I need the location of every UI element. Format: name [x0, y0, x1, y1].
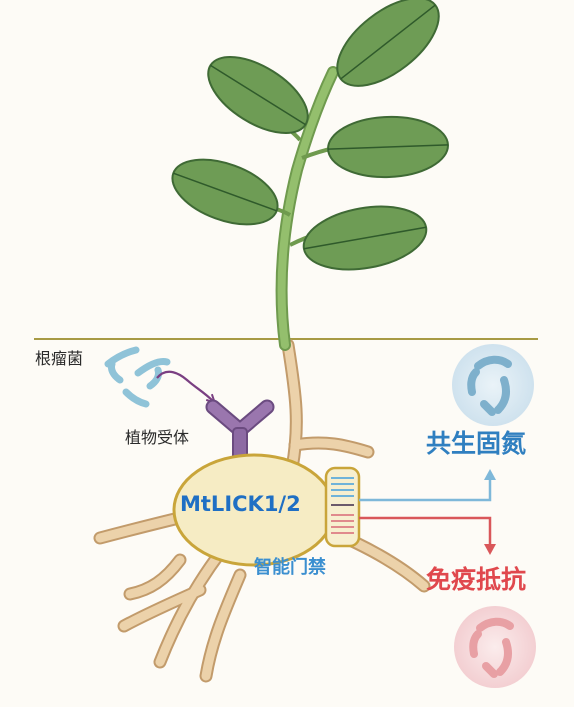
- symbiosis-arrow: [359, 469, 496, 502]
- rhizobia-label: 根瘤菌: [35, 349, 84, 368]
- symbiosis-label: 共生固氮: [426, 429, 527, 458]
- rhizobia-icon: [104, 346, 171, 408]
- signal-arrow: [156, 370, 214, 402]
- immunity-label: 免疫抵抗: [426, 565, 527, 594]
- immunity-arrow: [359, 516, 496, 555]
- leaf: [336, 0, 440, 87]
- receptor-label: 植物受体: [125, 428, 190, 447]
- immunity-bubble-icon: [454, 606, 536, 688]
- leaf: [207, 55, 309, 135]
- symbiosis-bubble-icon: [452, 344, 534, 426]
- gate-label: 智能门禁: [254, 557, 326, 578]
- leaf: [302, 205, 428, 271]
- leaf: [327, 115, 449, 179]
- leaves: [171, 0, 449, 271]
- protein-label: MtLICK1/2: [180, 492, 301, 516]
- leaf: [171, 158, 279, 226]
- gate-icon: [324, 466, 361, 548]
